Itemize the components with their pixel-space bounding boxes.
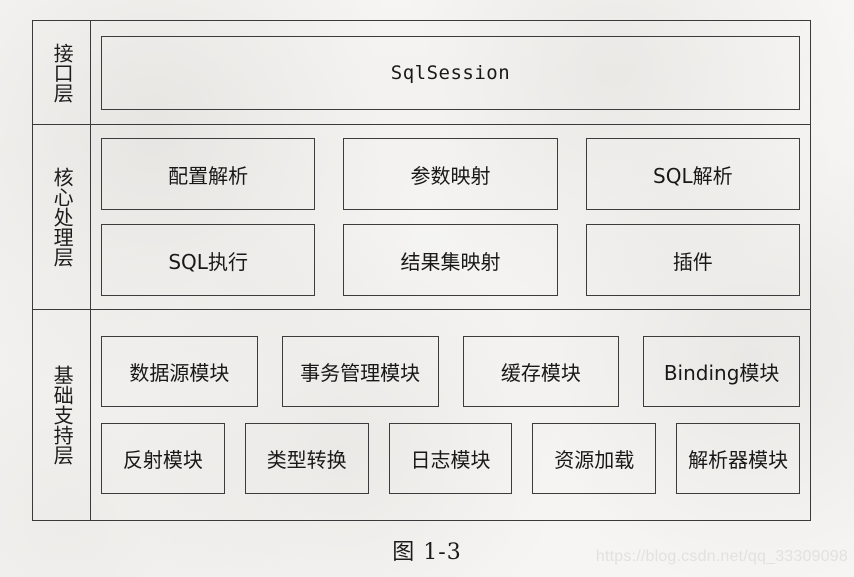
- layer-row-foundation-support: 基础支持层 数据源模块 事务管理模块 缓存模块 Binding模块 反射模块 类…: [33, 310, 810, 520]
- layer-body-core-processing: 配置解析 参数映射 SQL解析 SQL执行 结果集映射 插件: [91, 125, 810, 309]
- node-resource-loading[interactable]: 资源加载: [532, 423, 657, 494]
- node-type-conversion[interactable]: 类型转换: [244, 423, 369, 494]
- node-parser-module[interactable]: 解析器模块: [676, 423, 800, 494]
- node-sql-parsing[interactable]: SQL解析: [585, 138, 800, 210]
- node-transaction-management-module[interactable]: 事务管理模块: [281, 336, 439, 407]
- layer-row-interface: 接口层 SqlSession: [33, 21, 810, 125]
- layer-body-interface: SqlSession: [91, 21, 810, 124]
- layer-body-foundation-support: 数据源模块 事务管理模块 缓存模块 Binding模块 反射模块 类型转换 日志…: [91, 310, 810, 520]
- node-logging-module[interactable]: 日志模块: [388, 423, 513, 494]
- node-binding-module[interactable]: Binding模块: [643, 336, 800, 407]
- node-sqlsession[interactable]: SqlSession: [101, 35, 800, 110]
- node-result-set-mapping[interactable]: 结果集映射: [343, 224, 558, 296]
- layer-label-core-processing: 核心处理层: [33, 125, 91, 309]
- architecture-diagram: 接口层 SqlSession 核心处理层 配置解析 参数映射 SQL解析 SQL…: [32, 20, 811, 521]
- node-datasource-module[interactable]: 数据源模块: [101, 336, 258, 407]
- node-row-core-2: SQL执行 结果集映射 插件: [101, 224, 800, 296]
- layer-row-core-processing: 核心处理层 配置解析 参数映射 SQL解析 SQL执行 结果集映射 插件: [33, 125, 810, 310]
- node-sql-execution[interactable]: SQL执行: [101, 224, 316, 296]
- node-row-interface-1: SqlSession: [101, 35, 800, 110]
- node-row-foundation-1: 数据源模块 事务管理模块 缓存模块 Binding模块: [101, 336, 800, 407]
- figure-caption: 图 1-3: [392, 540, 462, 565]
- node-row-core-1: 配置解析 参数映射 SQL解析: [101, 138, 800, 210]
- node-plugin[interactable]: 插件: [585, 224, 800, 296]
- layer-label-foundation-support: 基础支持层: [33, 310, 91, 520]
- layer-label-interface: 接口层: [33, 21, 91, 124]
- node-reflection-module[interactable]: 反射模块: [101, 423, 225, 494]
- node-configuration-parsing[interactable]: 配置解析: [101, 138, 316, 210]
- node-row-foundation-2: 反射模块 类型转换 日志模块 资源加载 解析器模块: [101, 423, 800, 494]
- node-parameter-mapping[interactable]: 参数映射: [343, 138, 558, 210]
- node-cache-module[interactable]: 缓存模块: [462, 336, 620, 407]
